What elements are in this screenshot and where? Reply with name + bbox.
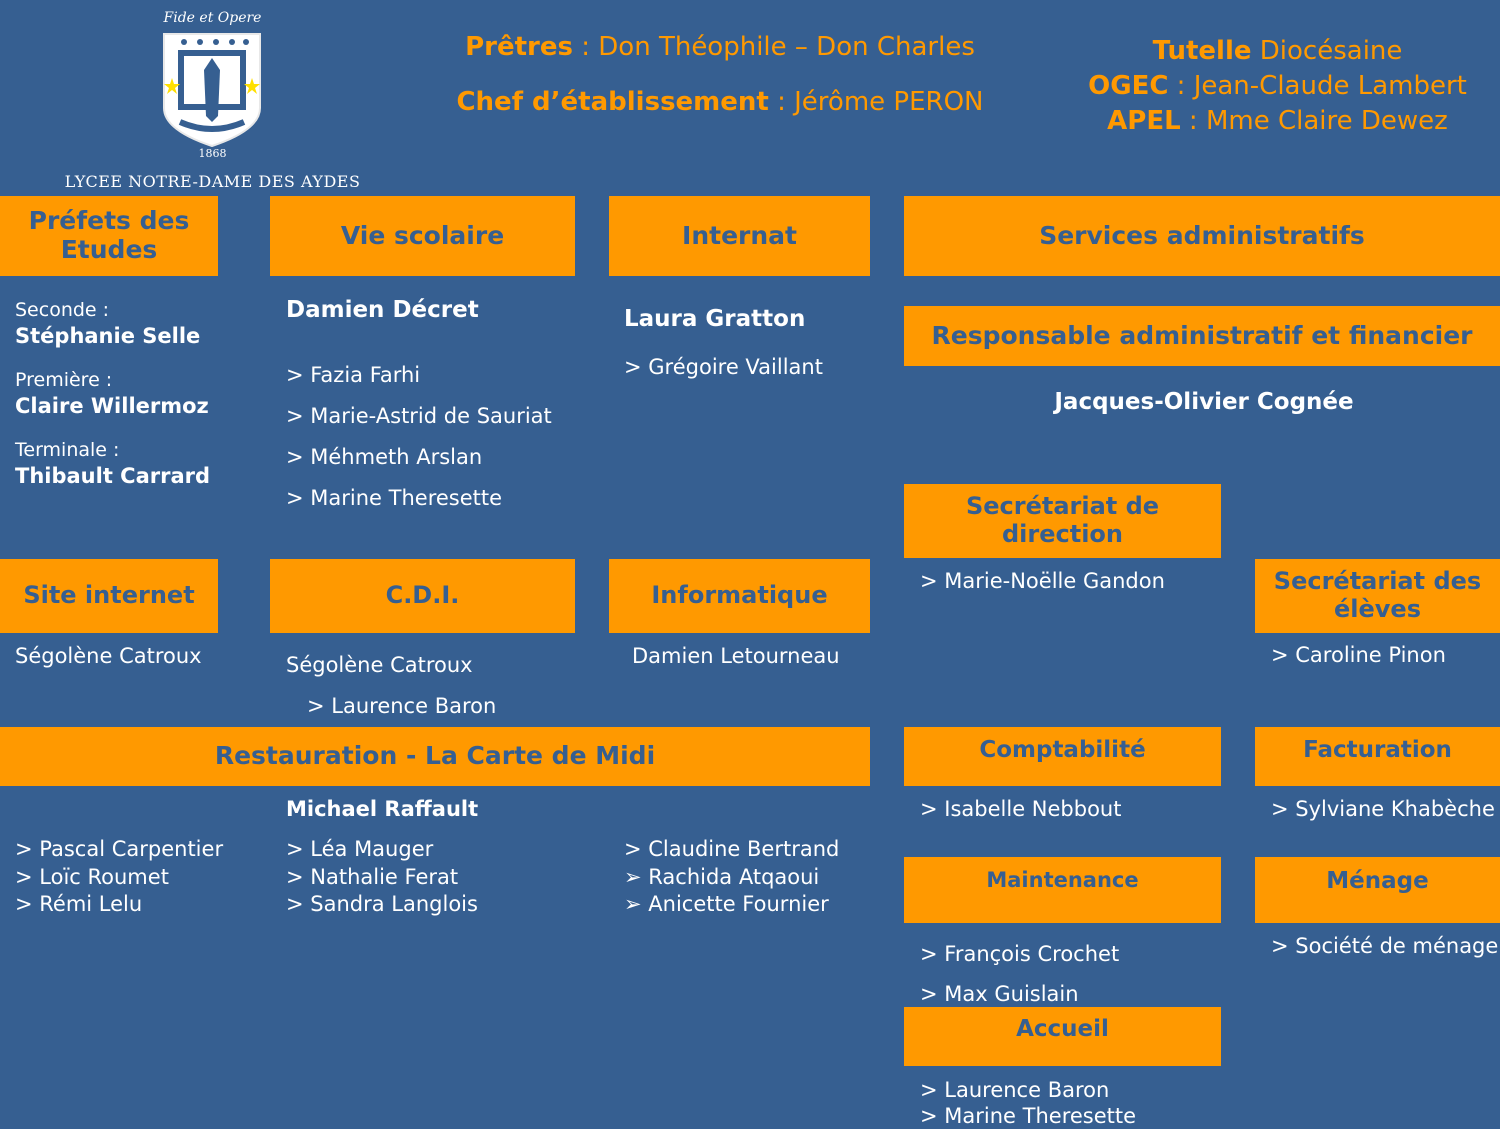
- list-item: > Marine Theresette: [920, 1104, 1137, 1128]
- accueil-title: Accueil: [1016, 1016, 1109, 1042]
- vie-scolaire-head: Damien Décret: [286, 297, 479, 323]
- restauration-col2: > Léa Mauger > Nathalie Ferat > Sandra L…: [286, 836, 478, 919]
- accueil-members: > Laurence Baron > Marine Theresette: [920, 1077, 1136, 1129]
- list-item: > Loïc Roumet: [15, 864, 169, 889]
- logo-school-name: LYCEE NOTRE-DAME DES AYDES: [64, 172, 361, 191]
- pretres-value: Don Théophile – Don Charles: [598, 32, 975, 62]
- shield-emblem-icon: [163, 33, 261, 148]
- list-item: > Léa Mauger: [286, 837, 434, 861]
- logo-year: 1868: [198, 147, 227, 160]
- internat-head: Laura Gratton: [624, 306, 806, 332]
- chef-value: Jérôme PERON: [794, 87, 984, 117]
- seconde-name: Stéphanie Selle: [15, 324, 201, 348]
- site-internet-title: Site internet: [23, 581, 195, 610]
- cdi-member: > Laurence Baron: [307, 694, 497, 718]
- internat-member: > Grégoire Vaillant: [624, 355, 823, 379]
- sec-direction-member: > Marie-Noëlle Gandon: [920, 569, 1165, 593]
- box-accueil: Accueil: [904, 1007, 1221, 1066]
- list-item: > Max Guislain: [920, 982, 1079, 1006]
- list-item: > Pascal Carpentier: [15, 837, 224, 861]
- tutelle-label: Tutelle: [1152, 36, 1252, 66]
- terminale-name: Thibault Carrard: [15, 464, 211, 488]
- sec-direction-title-l2: direction: [1001, 520, 1124, 548]
- vie-scolaire-title: Vie scolaire: [340, 220, 505, 250]
- list-item: ➢ Anicette Fournier: [624, 892, 829, 916]
- list-item: > Sandra Langlois: [286, 892, 478, 916]
- raf-title: Responsable administratif et financier: [931, 320, 1473, 350]
- list-item: > Laurence Baron: [920, 1078, 1110, 1102]
- box-raf: Responsable administratif et financier: [904, 306, 1500, 366]
- prefets-title-l2: Etudes: [60, 235, 158, 264]
- logo-motto: Fide et Opere: [163, 10, 262, 26]
- header-pretres: Prêtres : Don Théophile – Don Charles: [390, 32, 1050, 62]
- pretres-sep: :: [572, 32, 599, 62]
- menage-member: > Société de ménage: [1271, 934, 1499, 958]
- cdi-name: Ségolène Catroux: [286, 653, 473, 677]
- header-tutelle: Tutelle Diocésaine OGEC : Jean-Claude La…: [1055, 34, 1500, 139]
- menage-title: Ménage: [1326, 868, 1429, 894]
- informatique-title: Informatique: [651, 581, 828, 610]
- list-item: ➢ Rachida Atqaoui: [624, 864, 820, 889]
- list-item: > Marine Theresette: [286, 486, 503, 510]
- maintenance-title: Maintenance: [986, 868, 1139, 892]
- apel-value: : Mme Claire Dewez: [1180, 106, 1448, 136]
- box-facturation: Facturation: [1255, 727, 1500, 786]
- list-item: > Nathalie Ferat: [286, 864, 459, 889]
- chef-sep: :: [768, 87, 795, 117]
- apel-label: APEL: [1107, 106, 1181, 136]
- services-admin-title: Services administratifs: [1039, 220, 1365, 250]
- chef-label: Chef d’établissement: [456, 87, 769, 117]
- restauration-title: Restauration - La Carte de Midi: [214, 741, 656, 771]
- restauration-col3: > Claudine Bertrand ➢ Rachida Atqaoui ➢ …: [624, 836, 839, 919]
- box-cdi: C.D.I.: [270, 559, 575, 633]
- box-informatique: Informatique: [609, 559, 870, 633]
- pretres-label: Prêtres: [465, 32, 573, 62]
- sec-eleves-title-l1: Secrétariat des: [1273, 567, 1482, 596]
- facturation-title: Facturation: [1303, 737, 1452, 763]
- sec-eleves-title-l2: élèves: [1334, 595, 1421, 623]
- comptabilite-title: Comptabilité: [979, 737, 1146, 763]
- box-menage: Ménage: [1255, 857, 1500, 923]
- box-comptabilite: Comptabilité: [904, 727, 1221, 786]
- box-restauration: Restauration - La Carte de Midi: [0, 727, 870, 786]
- prefets-list: Seconde : Stéphanie Selle Première : Cla…: [15, 297, 210, 489]
- site-internet-name: Ségolène Catroux: [15, 644, 202, 668]
- box-vie-scolaire: Vie scolaire: [270, 196, 575, 276]
- box-maintenance: Maintenance: [904, 857, 1221, 923]
- facturation-member: > Sylviane Khabèche: [1271, 797, 1495, 821]
- comptabilite-member: > Isabelle Nebbout: [920, 797, 1122, 821]
- cdi-title: C.D.I.: [385, 581, 460, 610]
- raf-name: Jacques-Olivier Cognée: [1054, 389, 1354, 415]
- ogec-label: OGEC: [1088, 71, 1169, 101]
- tutelle-value: Diocésaine: [1251, 36, 1403, 66]
- restauration-head: Michael Raffault: [286, 797, 479, 821]
- restauration-col1: > Pascal Carpentier > Loïc Roumet > Rémi…: [15, 836, 223, 919]
- sec-eleves-member: > Caroline Pinon: [1271, 643, 1446, 667]
- list-item: > Méhmeth Arslan: [286, 445, 483, 469]
- list-item: > François Crochet: [920, 942, 1120, 966]
- sec-direction-title-l1: Secrétariat de: [965, 492, 1160, 521]
- list-item: > Rémi Lelu: [15, 892, 143, 916]
- vie-scolaire-members: > Fazia Farhi > Marie-Astrid de Sauriat …: [286, 355, 552, 519]
- terminale-label: Terminale :: [15, 439, 120, 461]
- premiere-label: Première :: [15, 369, 113, 391]
- seconde-label: Seconde :: [15, 299, 110, 321]
- internat-title: Internat: [682, 220, 797, 250]
- box-internat: Internat: [609, 196, 870, 276]
- header-chef: Chef d’établissement : Jérôme PERON: [390, 87, 1050, 117]
- list-item: > Fazia Farhi: [286, 363, 421, 387]
- premiere-name: Claire Willermoz: [15, 394, 209, 418]
- list-item: > Marie-Astrid de Sauriat: [286, 404, 552, 428]
- ogec-value: : Jean-Claude Lambert: [1168, 71, 1467, 101]
- maintenance-members: > François Crochet > Max Guislain: [920, 934, 1119, 1014]
- informatique-name: Damien Letourneau: [632, 644, 840, 668]
- prefets-title-l1: Préfets des: [28, 206, 190, 236]
- box-services-admin: Services administratifs: [904, 196, 1500, 276]
- list-item: > Claudine Bertrand: [624, 837, 840, 861]
- school-logo: Fide et Opere 1868 LYCEE NOTRE-DAME DES …: [40, 8, 385, 194]
- box-site-internet: Site internet: [0, 559, 218, 633]
